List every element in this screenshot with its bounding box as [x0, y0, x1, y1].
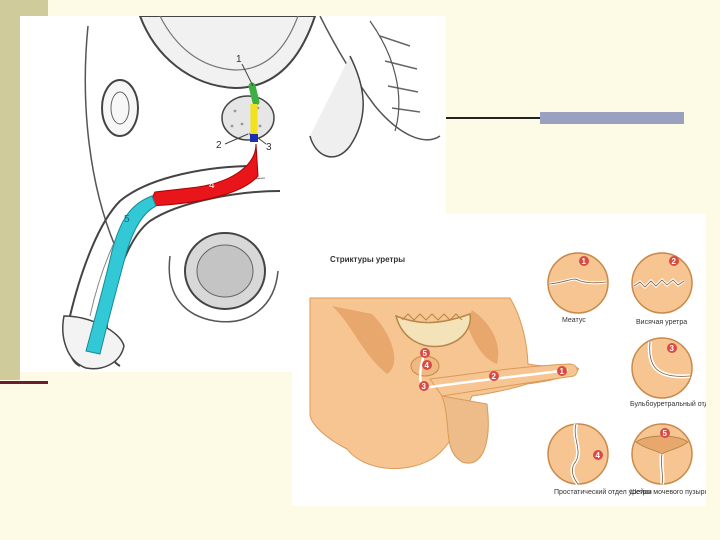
svg-text:4: 4 — [596, 451, 601, 460]
inset-meatus: 1 Меатус — [547, 252, 609, 324]
svg-text:2: 2 — [672, 257, 677, 266]
inset-bladder-neck: 5 Шейка мочевого пузыря — [630, 423, 706, 496]
inset-caption-4: Простатический отдел уретры — [554, 488, 652, 496]
svg-text:4: 4 — [425, 361, 430, 370]
svg-text:1: 1 — [560, 367, 565, 376]
stricture-drawing: Стриктуры уретры 5 4 3 2 1 1 Меатус — [309, 252, 706, 496]
body-marker-1: 1 — [557, 366, 567, 376]
body-marker-3: 3 — [419, 381, 429, 391]
inset-caption-1: Меатус — [562, 317, 586, 324]
body-marker-5: 5 — [420, 348, 430, 358]
inset-bulbous: 3 Бульбоуретральный отдел — [630, 337, 706, 408]
stricture-diagram: Стриктуры уретры 5 4 3 2 1 1 Меатус — [292, 214, 706, 506]
svg-text:1: 1 — [582, 257, 587, 266]
svg-text:3: 3 — [670, 344, 675, 353]
svg-text:3: 3 — [422, 382, 427, 391]
inset-caption-3a: Бульбоуретральный отдел — [630, 400, 706, 408]
svg-text:5: 5 — [663, 429, 668, 438]
inset-prostatic: 4 Простатический отдел уретры — [547, 423, 652, 496]
body-marker-4: 4 — [422, 360, 432, 370]
left-decor-line — [0, 381, 48, 384]
top-decor-strip — [20, 0, 48, 16]
anatomy-diagram: 1 2 3 4 5 — [20, 16, 446, 372]
inset-caption-5: Шейка мочевого пузыря — [630, 488, 706, 496]
inset-pendulous: 2 Висячая уретра — [631, 252, 693, 326]
anatomy-label-5: 5 — [124, 214, 130, 225]
anatomy-label-1: 1 — [236, 54, 242, 65]
anatomy-label-2: 2 — [216, 140, 222, 151]
body-marker-2: 2 — [489, 371, 499, 381]
inset-caption-2: Висячая уретра — [636, 319, 687, 326]
left-decor-band — [0, 0, 20, 380]
anatomy-label-3: 3 — [266, 142, 272, 153]
anatomy-label-4: 4 — [209, 180, 215, 191]
stricture-title: Стриктуры уретры — [330, 255, 405, 264]
svg-text:2: 2 — [492, 372, 497, 381]
anatomy-drawing: 1 2 3 4 5 — [62, 16, 441, 370]
title-accent-bar — [540, 112, 684, 124]
title-accent-line — [446, 117, 540, 119]
svg-text:5: 5 — [423, 349, 428, 358]
